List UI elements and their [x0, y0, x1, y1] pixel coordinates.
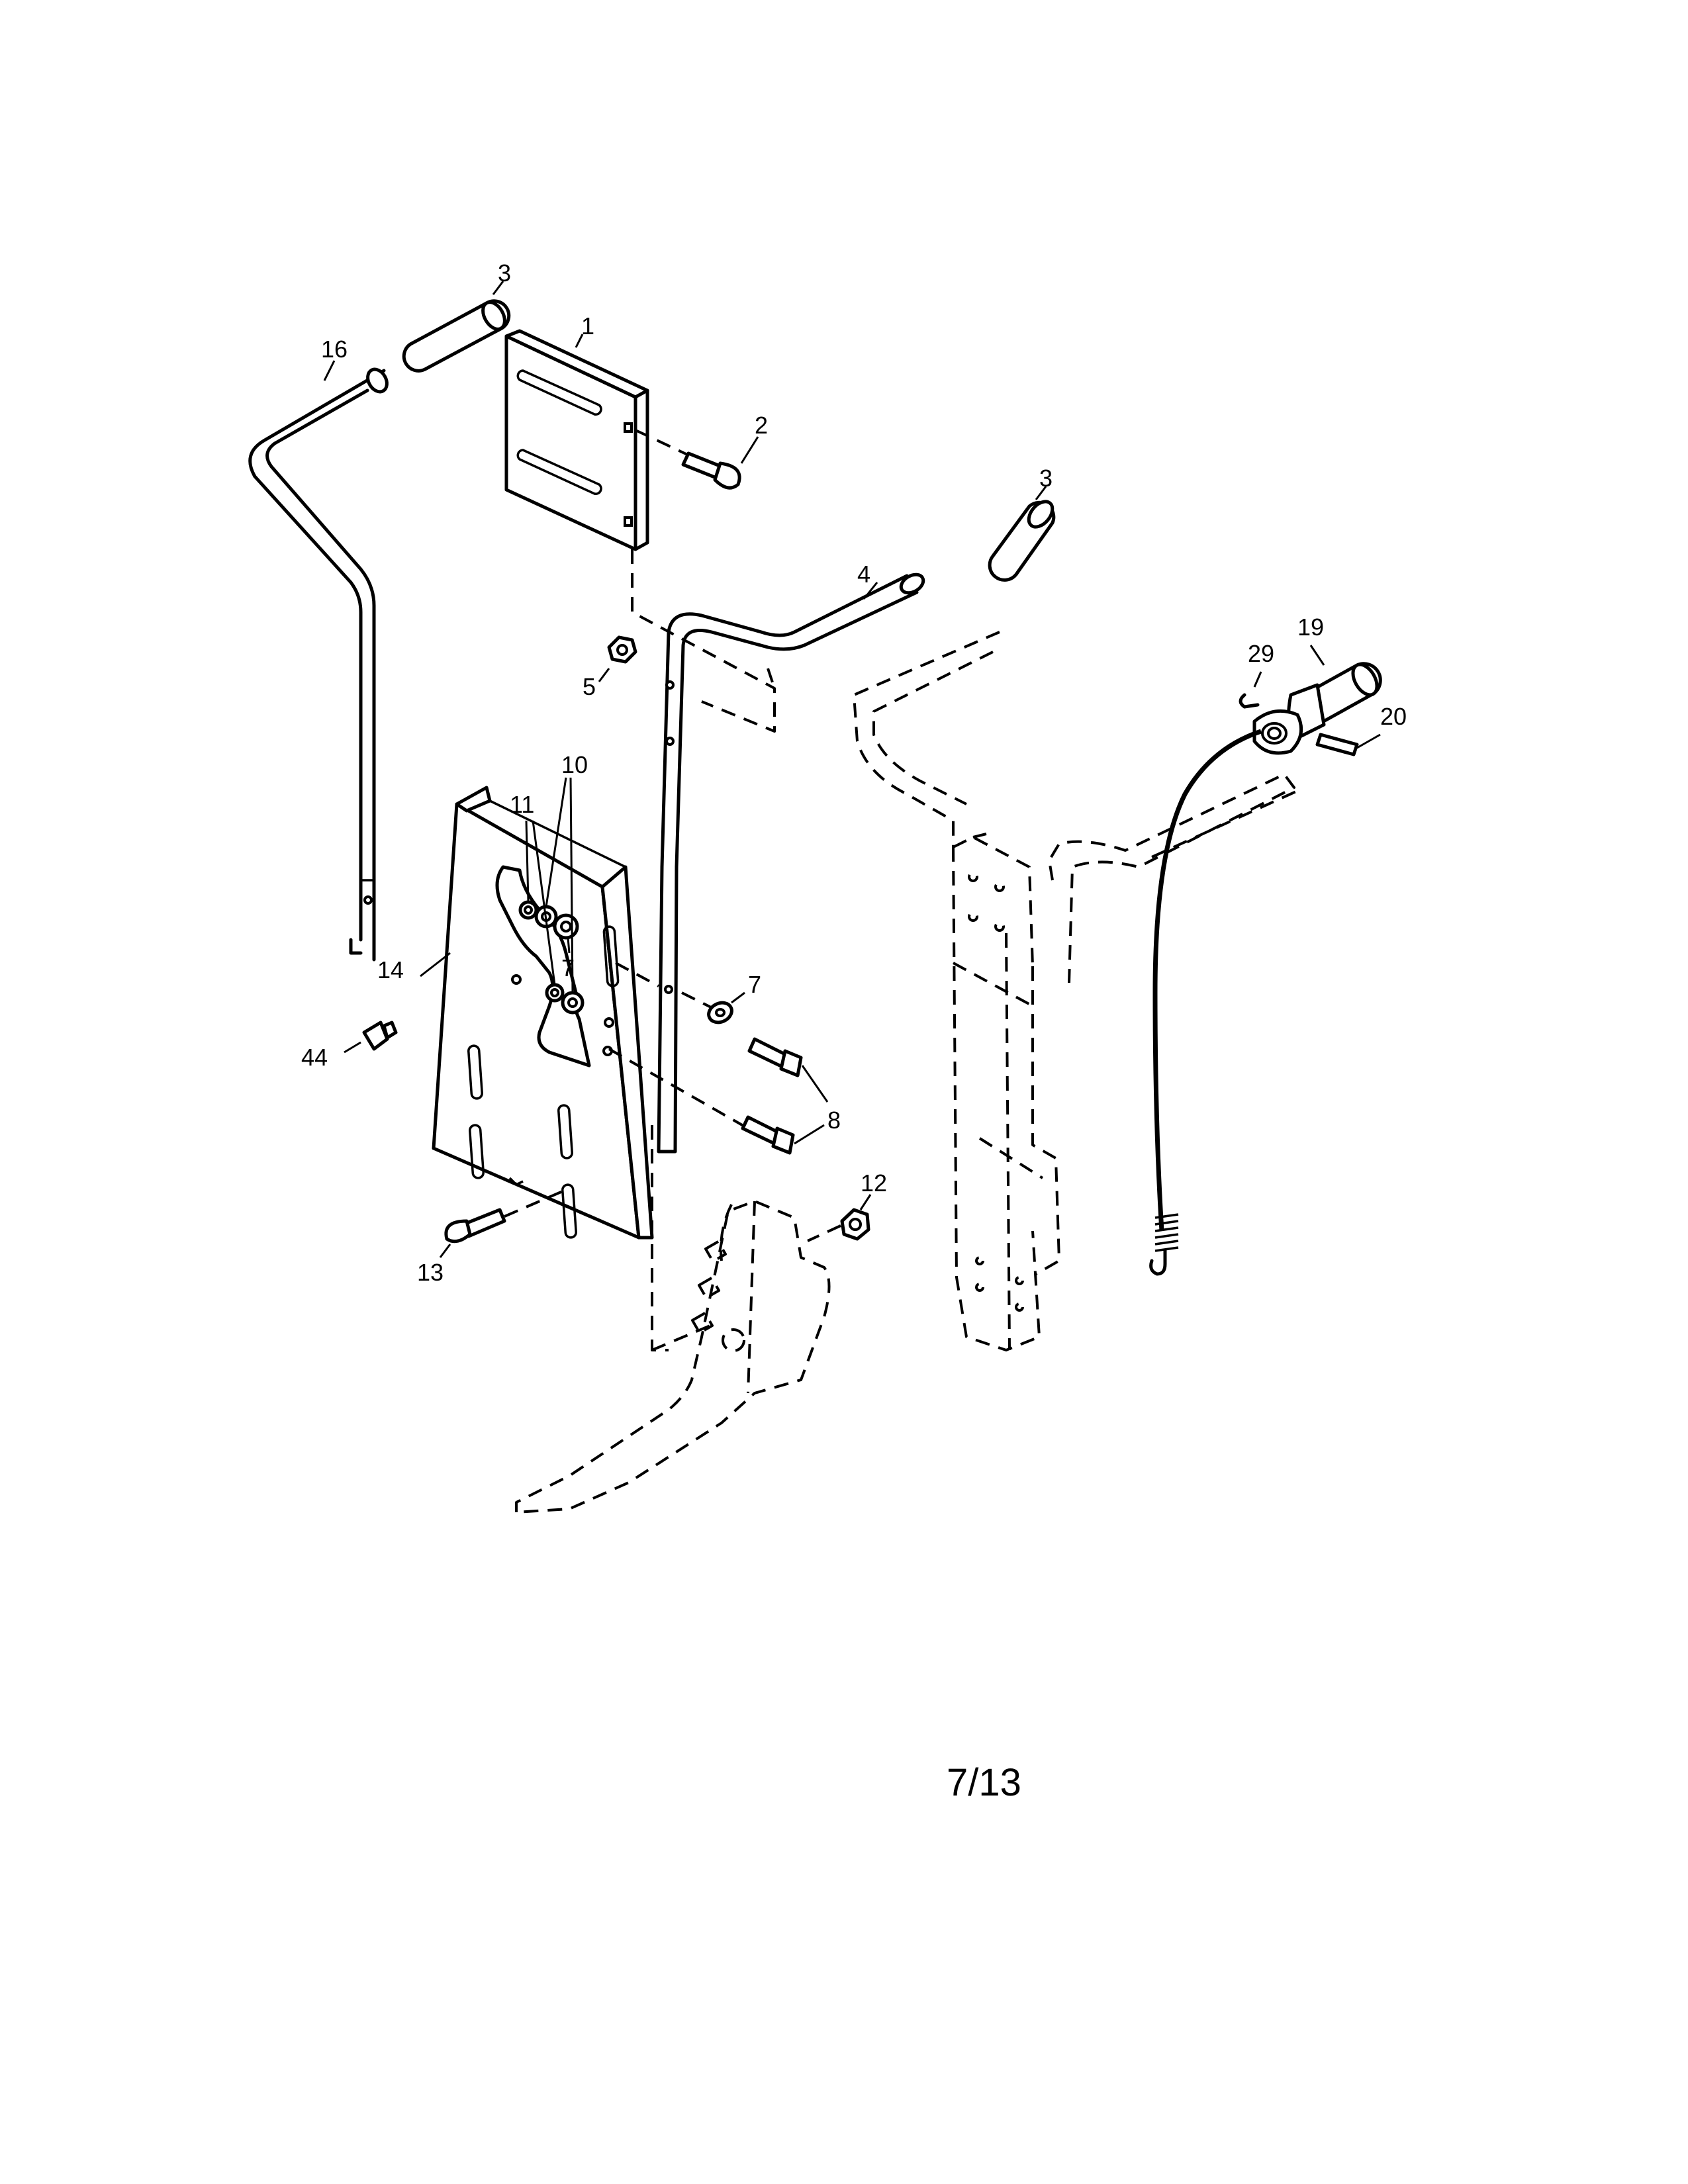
part-1-bracket-plate	[504, 329, 649, 551]
callout-labels: 3 1 16 2 3 4 19 29 5 20 10 11 7 14 7 8 4…	[301, 259, 1407, 1286]
cable-spring	[1149, 1213, 1179, 1276]
callout-11: 11	[510, 791, 534, 818]
callout-3-right: 3	[1039, 465, 1053, 492]
callout-7-plate: 7	[561, 954, 575, 981]
callout-19: 19	[1297, 614, 1324, 641]
part-7-washer	[707, 991, 745, 1024]
part-16-left-handle	[248, 367, 389, 962]
part-2-guide-line	[635, 429, 692, 458]
part-13-carriage-bolt	[439, 1190, 563, 1258]
callout-10: 10	[561, 751, 588, 778]
callout-5: 5	[583, 673, 596, 700]
callout-12: 12	[861, 1169, 887, 1197]
part-3-grip-upper	[402, 299, 511, 373]
callout-8: 8	[827, 1107, 841, 1134]
callout-13: 13	[417, 1259, 444, 1286]
callout-4: 4	[857, 561, 870, 588]
callout-2: 2	[755, 412, 768, 439]
assembly-guide-lines-upper	[631, 549, 776, 733]
part-29-clip	[1239, 671, 1262, 709]
page-number: 7/13	[947, 1761, 1021, 1804]
callout-1: 1	[581, 312, 594, 340]
part-20-lever	[1315, 733, 1381, 756]
part-11-spacers	[518, 900, 565, 1003]
part-7-washer-on-plate	[553, 913, 579, 940]
part-14-mounting-plate	[432, 786, 654, 1240]
callout-29: 29	[1248, 640, 1274, 667]
tractor-frame-lower-dashed	[515, 1125, 831, 1514]
part-12-nut	[807, 1194, 872, 1242]
leader-lines-plate	[525, 777, 574, 993]
part-5-nut	[598, 635, 637, 682]
part-4-right-handle	[657, 572, 925, 1154]
part-19-control-grip	[1252, 645, 1382, 755]
callout-3-upper: 3	[498, 259, 511, 287]
part-44-clip	[344, 1021, 398, 1054]
leader-lines-labels	[323, 281, 1047, 978]
frame-slots	[968, 872, 1024, 1312]
part-3-grip-right	[988, 500, 1056, 582]
callout-44: 44	[301, 1044, 328, 1071]
part-2-carriage-bolt	[681, 436, 759, 490]
part-8-hex-bolts	[741, 1037, 829, 1155]
callout-16: 16	[321, 336, 348, 363]
control-cable	[1149, 729, 1262, 1276]
assembly-guide-lines-plate	[608, 962, 749, 1130]
tractor-frame-right-dashed	[853, 631, 1298, 1351]
callout-14: 14	[377, 956, 404, 983]
callout-20: 20	[1380, 703, 1407, 730]
callout-7-right: 7	[748, 971, 761, 998]
